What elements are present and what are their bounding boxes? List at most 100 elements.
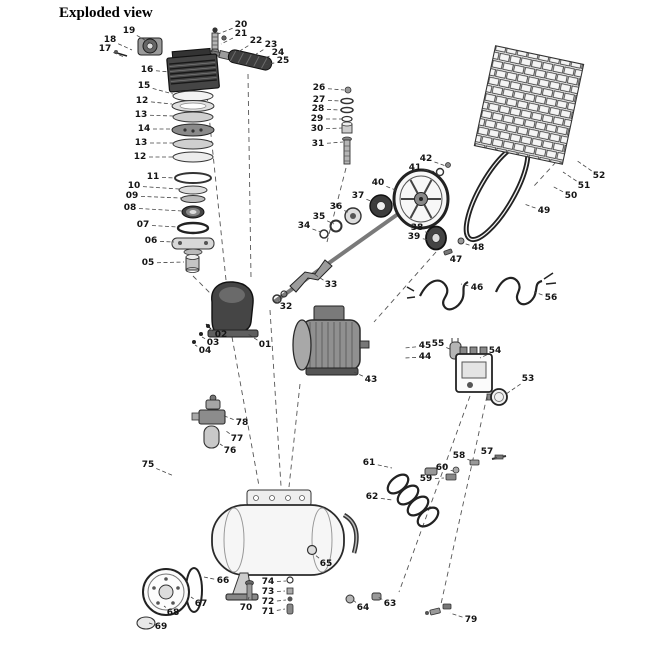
- leader-line-36: [344, 210, 351, 214]
- leader-line-37: [366, 198, 377, 204]
- leader-line-40: [386, 185, 399, 192]
- leader-line-22: [237, 45, 249, 53]
- leader-line-53: [505, 383, 521, 395]
- part-label-04: 04: [199, 346, 212, 356]
- leader-line-25: [264, 62, 275, 66]
- part-label-63: 63: [384, 599, 397, 609]
- leader-line-23: [252, 49, 264, 57]
- flywheel-drawing: [392, 162, 451, 230]
- leader-line-60: [450, 469, 454, 472]
- leader-line-18: [118, 43, 133, 51]
- leader-line-30: [325, 127, 343, 130]
- leader-line-03: [201, 336, 206, 340]
- tank-hardware-drawing: [245, 576, 452, 616]
- part-label-66: 66: [217, 576, 230, 586]
- part-label-62: 62: [366, 492, 379, 502]
- part-label-02: 02: [215, 330, 228, 340]
- belt-guard-grille-drawing: [473, 45, 585, 165]
- cylinder-head-drawing: [166, 47, 220, 93]
- leader-line-56: [533, 291, 543, 296]
- leader-line-07: [151, 225, 179, 228]
- part-label-33: 33: [325, 280, 338, 290]
- part-label-10: 10: [128, 181, 141, 191]
- leader-line-70: [247, 596, 250, 600]
- part-label-15: 15: [138, 81, 151, 91]
- leader-line-24: [258, 55, 270, 61]
- leader-line-16: [155, 70, 171, 73]
- head-bolts-drawing: [210, 27, 227, 54]
- leader-line-28: [326, 108, 342, 111]
- leader-line-33: [313, 273, 324, 281]
- part-label-06: 06: [145, 236, 158, 246]
- leader-line-20: [217, 27, 233, 35]
- part-label-57: 57: [481, 447, 494, 457]
- part-label-46: 46: [471, 283, 484, 293]
- leader-line-66: [203, 576, 215, 580]
- leader-line-12: [150, 101, 173, 105]
- leader-line-79: [449, 612, 463, 618]
- leader-line-43: [353, 371, 364, 377]
- part-label-59: 59: [420, 474, 433, 484]
- leader-line-42: [434, 161, 447, 167]
- part-label-49: 49: [538, 206, 551, 216]
- head-bracket-drawing: [114, 37, 163, 57]
- leader-line-08: [138, 208, 183, 212]
- leader-line-78: [221, 414, 234, 421]
- power-cable-56-drawing: [494, 272, 557, 306]
- part-label-64: 64: [357, 603, 370, 613]
- leader-line-32: [277, 300, 280, 302]
- leader-line-35: [326, 220, 335, 225]
- part-label-40: 40: [372, 178, 385, 188]
- power-cable-46-drawing: [406, 279, 469, 311]
- part-label-05: 05: [142, 258, 155, 268]
- wheels-drawing: [136, 567, 203, 630]
- part-label-61: 61: [363, 458, 376, 468]
- part-label-26: 26: [313, 83, 326, 93]
- part-label-52: 52: [593, 171, 606, 181]
- leader-line-31: [326, 141, 344, 144]
- leader-line-58: [467, 458, 473, 462]
- part-label-48: 48: [472, 243, 485, 253]
- part-label-56: 56: [545, 293, 558, 303]
- part-label-39: 39: [408, 232, 421, 242]
- leader-line-45: [403, 346, 417, 349]
- part-label-70: 70: [240, 603, 253, 613]
- page-title: Exploded view: [59, 5, 153, 21]
- part-label-68: 68: [167, 608, 180, 618]
- leader-line-68: [163, 605, 167, 608]
- leader-line-44: [403, 357, 417, 359]
- part-label-50: 50: [565, 191, 578, 201]
- part-label-43: 43: [365, 375, 378, 385]
- part-label-74: 74: [262, 577, 275, 587]
- part-label-37: 37: [352, 191, 365, 201]
- part-label-67: 67: [195, 599, 208, 609]
- valve-plate-stack-drawing: [171, 90, 215, 273]
- part-label-13: 13: [135, 110, 148, 120]
- motor-drawing: [292, 305, 370, 376]
- leader-line-13: [149, 114, 174, 117]
- leader-line-02: [208, 328, 214, 332]
- part-label-18: 18: [104, 35, 117, 45]
- leader-line-27: [327, 100, 342, 102]
- leader-line-09: [140, 195, 182, 199]
- part-label-29: 29: [311, 114, 324, 124]
- part-label-31: 31: [312, 139, 325, 149]
- leader-line-39: [422, 238, 430, 241]
- leader-line-50: [551, 185, 564, 193]
- part-label-53: 53: [522, 374, 535, 384]
- leader-line-52: [575, 159, 592, 172]
- leader-line-01: [247, 333, 258, 341]
- leader-line-61: [377, 464, 393, 469]
- construction-lines: [192, 73, 557, 605]
- leader-line-05: [156, 261, 185, 264]
- part-label-23: 23: [265, 40, 278, 50]
- part-label-65: 65: [320, 559, 333, 569]
- part-label-22: 22: [250, 36, 263, 46]
- leader-line-06: [159, 240, 175, 243]
- leader-line-48: [462, 242, 470, 246]
- air-tank-drawing: [211, 489, 359, 601]
- leader-line-38: [425, 231, 431, 235]
- leader-line-54: [479, 354, 488, 359]
